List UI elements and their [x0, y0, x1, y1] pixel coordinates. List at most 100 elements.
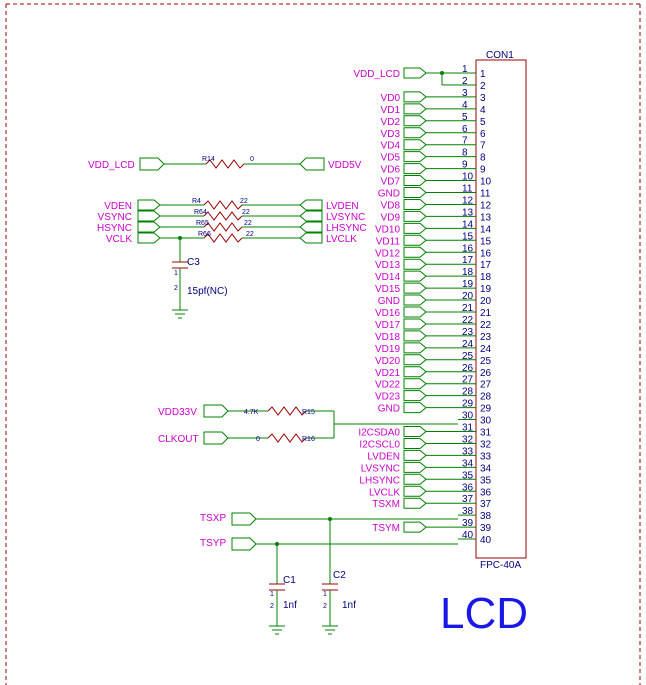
r15-value: 4.7K [244, 409, 259, 416]
net-port[interactable] [403, 175, 427, 187]
pin-net-label: VD1 [381, 105, 401, 116]
net-port[interactable] [403, 461, 427, 473]
pin-number-inside: 8 [480, 153, 486, 164]
pin-net-label: GND [378, 189, 400, 200]
pin-number: 26 [462, 363, 474, 374]
signal-left-port[interactable] [137, 210, 161, 222]
net-port[interactable] [403, 246, 427, 258]
signal-right-port[interactable] [299, 221, 323, 233]
pin-number: 39 [462, 518, 474, 529]
net-port[interactable] [403, 67, 427, 79]
vdd33v-port[interactable] [203, 404, 229, 418]
signal-left-label: VDEN [104, 201, 132, 212]
pin-number: 37 [462, 494, 474, 505]
signal-right-port[interactable] [299, 199, 323, 211]
vdd-lcd-port-left[interactable] [139, 157, 165, 171]
net-port[interactable] [403, 426, 427, 437]
net-port[interactable] [403, 354, 427, 366]
net-port[interactable] [403, 449, 427, 461]
net-port[interactable] [403, 270, 427, 282]
net-port[interactable] [403, 115, 427, 127]
net-port[interactable] [403, 366, 427, 378]
pin-net-label: LVSYNC [361, 463, 400, 474]
pin-number-inside: 25 [480, 356, 492, 367]
net-port[interactable] [403, 378, 427, 390]
net-port[interactable] [403, 390, 427, 402]
signal-left-port[interactable] [137, 232, 161, 244]
pin-net-label: VD13 [375, 260, 400, 271]
net-port[interactable] [403, 330, 427, 342]
net-port[interactable] [403, 139, 427, 151]
net-port[interactable] [403, 234, 427, 246]
signal-res-value: 22 [244, 220, 252, 227]
net-port[interactable] [403, 473, 427, 485]
pin-number-inside: 36 [480, 487, 492, 498]
pin-number: 7 [462, 136, 468, 147]
pin-number-inside: 6 [480, 129, 486, 140]
signal-res-ref: R66 [198, 231, 211, 238]
net-port[interactable] [403, 127, 427, 139]
vdd5v-port[interactable] [299, 157, 325, 171]
r16-ref: R16 [302, 436, 315, 443]
net-port[interactable] [403, 222, 427, 234]
net-port[interactable] [403, 210, 427, 222]
pin-net-label: LHSYNC [359, 475, 400, 486]
pin-number-inside: 11 [480, 189, 491, 200]
net-port[interactable] [403, 103, 427, 115]
pin-net-label: VD8 [381, 200, 401, 211]
pin-number-inside: 35 [480, 475, 492, 486]
clkout-port[interactable] [203, 431, 229, 445]
pin-number-inside: 15 [480, 236, 492, 247]
net-port[interactable] [403, 306, 427, 318]
net-port[interactable] [403, 198, 427, 210]
pin-number-inside: 40 [480, 535, 492, 546]
tsyp-port[interactable] [231, 537, 257, 551]
connector-title: LCD [440, 589, 528, 638]
net-port[interactable] [403, 342, 427, 354]
vdd5v-label: VDD5V [328, 160, 362, 171]
tsxp-port[interactable] [231, 512, 257, 526]
signal-res-ref: R64 [194, 209, 207, 216]
c1-value: 1nf [283, 600, 297, 611]
pin-number: 22 [462, 315, 474, 326]
c2-pin1: 1 [323, 591, 327, 598]
signal-left-port[interactable] [137, 199, 161, 211]
net-port[interactable] [403, 294, 427, 306]
pin-net-label: TSYM [372, 523, 400, 534]
net-port[interactable] [403, 318, 427, 330]
net-port[interactable] [403, 258, 427, 270]
net-port[interactable] [403, 521, 427, 533]
signal-left-label: HSYNC [97, 223, 132, 234]
net-port[interactable] [403, 402, 427, 414]
pin-number: 4 [462, 100, 468, 111]
net-port[interactable] [403, 282, 427, 294]
vdd33v-label: VDD33V [158, 407, 197, 418]
net-port[interactable] [403, 163, 427, 175]
signal-left-port[interactable] [137, 221, 161, 233]
pin-number-inside: 33 [480, 451, 492, 462]
connector-part: FPC-40A [480, 560, 521, 571]
signal-right-port[interactable] [299, 210, 323, 222]
pin-number-inside: 18 [480, 272, 492, 283]
pin-net-label: TSXM [372, 499, 400, 510]
pin-number-inside: 24 [480, 344, 492, 355]
net-port[interactable] [403, 151, 427, 163]
net-port[interactable] [403, 497, 427, 509]
net-port[interactable] [403, 485, 427, 497]
net-port[interactable] [403, 437, 427, 449]
net-port[interactable] [403, 91, 427, 103]
pin-number: 15 [462, 231, 474, 242]
pin-number: 2 [462, 76, 468, 87]
signal-right-port[interactable] [299, 232, 323, 244]
net-port[interactable] [403, 187, 427, 198]
